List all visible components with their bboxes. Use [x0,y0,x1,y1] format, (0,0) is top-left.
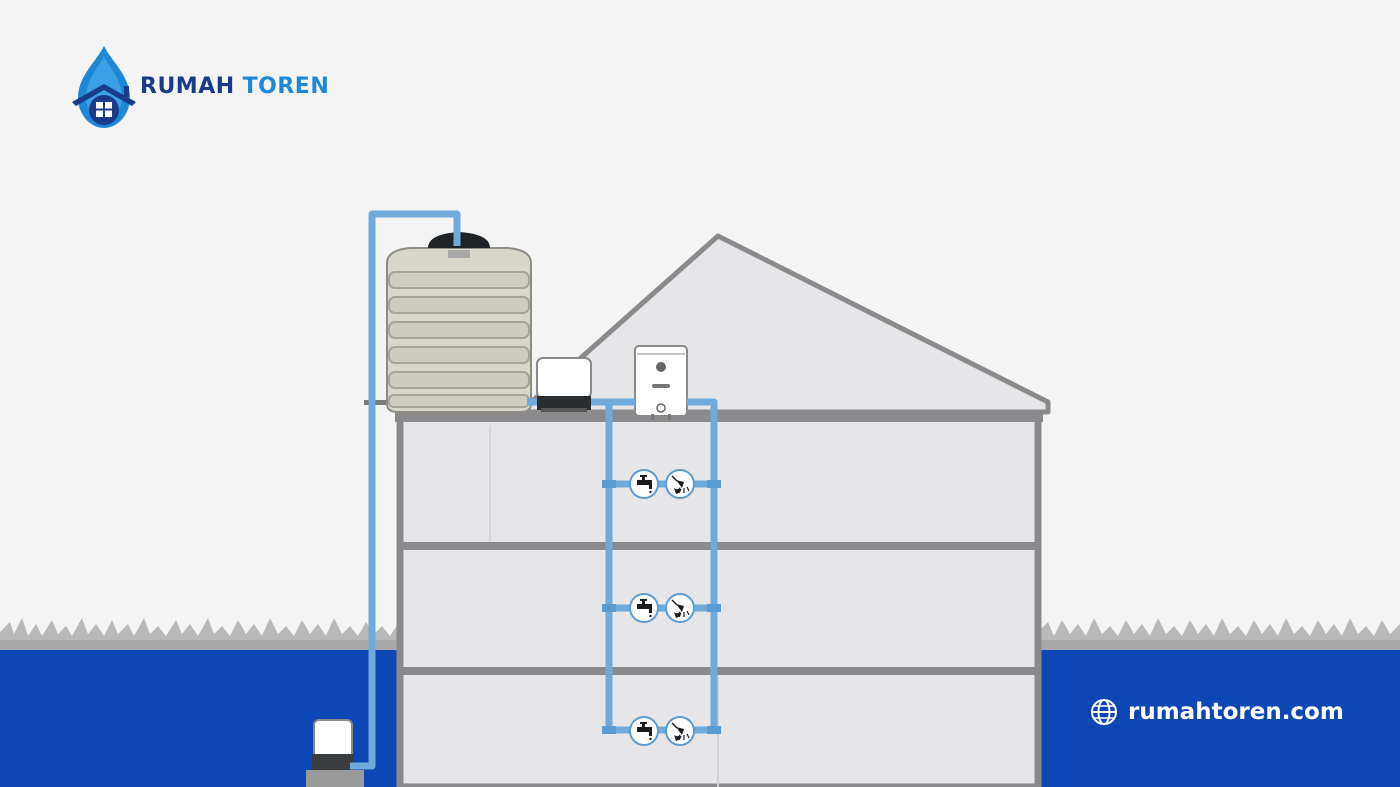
shower-icon [665,469,695,499]
faucet-icon [629,593,659,623]
shower-icon [665,716,695,746]
website-text: rumahtoren.com [1128,699,1344,725]
shower-icon [665,593,695,623]
globe-icon [1091,699,1117,725]
brand-name-part1: RUMAH [140,74,235,99]
grass-left [0,618,400,650]
pipe-fittings [602,480,721,734]
floor-slab-lower [400,667,1038,675]
building [395,412,1043,787]
ground-water-pump [306,719,364,787]
brand-name: RUMAH TOREN [140,74,329,99]
pressure-pump [536,357,592,412]
brand-name-part2: TOREN [242,74,330,99]
roof-slab [395,412,1043,422]
water-drop-house-icon [72,46,136,128]
water-tank [364,232,532,413]
faucet-icon [629,469,659,499]
faucet-icon [629,716,659,746]
website-label: rumahtoren.com [1090,698,1344,726]
floor-slab-upper [400,542,1038,550]
water-heater [634,345,688,420]
grass-right [1040,618,1400,650]
